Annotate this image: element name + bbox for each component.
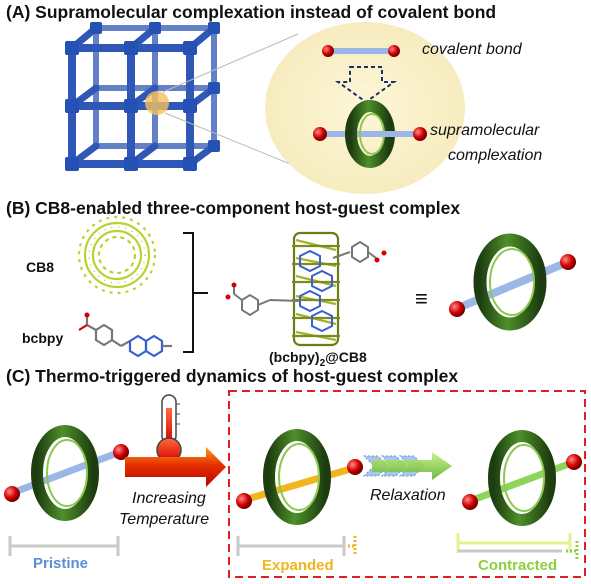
relaxation-arrow-icon xyxy=(362,452,452,480)
panel-a-title: (A) Supramolecular complexation instead … xyxy=(6,2,497,22)
increasing-label-line1: Increasing xyxy=(132,490,206,507)
relaxation-label: Relaxation xyxy=(370,487,446,504)
contracted-complex-icon xyxy=(462,430,582,526)
covalent-bond-label: covalent bond xyxy=(422,41,522,58)
bracket-icon xyxy=(183,232,194,353)
panel-c-title: (C) Thermo-triggered dynamics of host-gu… xyxy=(6,366,459,386)
pristine-length-bar xyxy=(8,536,120,556)
state-expanded-label: Expanded xyxy=(262,557,334,574)
complex-label-sub: 2 xyxy=(319,357,326,369)
expanded-complex-icon xyxy=(236,429,363,525)
highlight-node-icon xyxy=(145,91,169,115)
cb8-macrocycle-icon xyxy=(77,215,157,295)
complex-label: (bcbpy)2@CB8 xyxy=(269,349,367,369)
cb8-label: CB8 xyxy=(26,259,55,275)
bcbpy-molecule-icon xyxy=(78,312,172,358)
complex-label-tail: @CB8 xyxy=(325,349,367,365)
complex-structure-icon xyxy=(225,231,387,347)
panel-b-title: (B) CB8-enabled three-component host-gue… xyxy=(6,198,461,218)
contracted-length-bar xyxy=(456,533,579,559)
expanded-length-bar xyxy=(236,536,357,556)
state-contracted-label: Contracted xyxy=(478,557,558,574)
supramolecular-label-line1: supramolecular xyxy=(430,122,540,139)
increase-arrow-icon xyxy=(125,447,226,487)
pristine-complex-icon xyxy=(4,425,129,521)
bcbpy-label: bcbpy xyxy=(22,330,64,346)
supramolecular-ring-icon xyxy=(313,100,427,168)
state-pristine-label: Pristine xyxy=(33,555,89,572)
complex-label-main: (bcbpy) xyxy=(269,349,320,365)
mof-lattice-icon xyxy=(65,22,220,171)
equivalent-ring-icon xyxy=(449,233,576,331)
increasing-label-line2: Temperature xyxy=(119,511,210,528)
supramolecular-label-line2: complexation xyxy=(448,147,543,164)
dynamics-dashed-box xyxy=(228,390,586,578)
thermometer-icon xyxy=(156,394,182,463)
equivalence-symbol: ≡ xyxy=(415,286,428,311)
covalent-bond-icon xyxy=(322,45,400,57)
